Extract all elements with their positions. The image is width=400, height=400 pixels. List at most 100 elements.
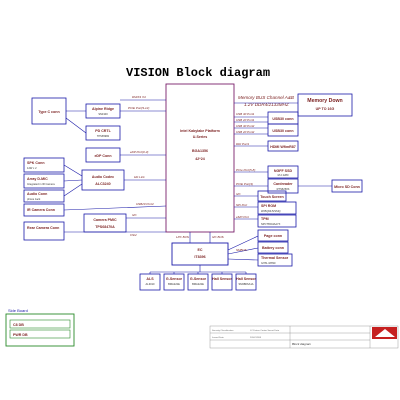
pd-ctrl-label: PD CRTL [95,129,111,133]
sensor-label-1: ALS [146,277,154,281]
sensor-label-2: G-Sensor [166,277,183,281]
ec-part: IT8396 [194,255,205,259]
thermal-sensor-sub: G781-1P81F [261,261,276,265]
line-ec-battery [227,247,259,255]
memory-down-box [297,93,353,117]
ir-camera-label: IR Camera Conn [27,208,55,212]
bus-edp: eDP Port(0-3) [130,150,148,154]
memory-type-label: 1.2V DDR4/2133MHZ [244,102,289,107]
memory-bus-label: Memory BUS Channel A&B [238,95,294,100]
sensor-label-5: Hall Sensor [236,277,256,281]
cpu-name: Intel Kabylake Platform [180,129,220,133]
sensor-box-5 [235,273,257,291]
sensor-label-4: Hall Sensor [212,277,232,281]
pd-ctrl-sub: TPS65982 [97,134,110,138]
title-block-date: 2016/12/08 [250,337,262,339]
rear-camera-box [23,221,65,241]
battery-conn-label: Battery conn [262,246,284,250]
usb30-conn-1-label: USB30 conn [272,117,293,121]
bus-spi: SPI Port [236,203,247,207]
bus-pcie-5-8: PCIe Port(5-8) [236,168,255,172]
alpine-ridge-label: Alpine Ridge [92,107,114,111]
cpu-size: 42*24 [195,157,204,161]
sensor-sub-1: AL3010 [146,282,156,286]
cardreader-label: Cardreader [273,182,293,186]
line-usb20-p4 [63,205,167,211]
cpu-block [165,83,235,233]
audio-conn-box [23,189,65,203]
edp-conn-label: eDP Conn [94,154,111,158]
audio-conn-sub: phone Jack [27,197,41,201]
line-spk-codec [63,164,83,177]
sensor-label-3: G-Sensor [190,277,207,281]
array-dmic-sub: Integrated in IR Camera [27,182,55,186]
tpm-sub: NPCT650JAAYX [261,222,281,226]
bus-lpc: LPC BUS [176,235,189,239]
audio-codec-box [81,169,125,191]
sideboard-box [5,313,75,347]
bus-pcie-9-12: PCIE Port(9-12) [128,106,149,110]
audio-codec-label: Audio Codec [92,175,114,179]
sideboard-item-2: PWR DB [13,333,28,337]
audio-codec-sub: ALC3240 [95,182,110,186]
sensor-group: ALSAL3010G-SensorBMA222EG-SensorBMA222EH… [139,272,257,291]
page-conn-box [257,229,289,242]
sensor-sub-3: BMA222E [192,282,204,286]
sideboard-title: Side Board [8,308,28,313]
thermal-sensor-box [257,253,293,267]
touch-screen-box [257,190,287,202]
line-dmic-codec [63,179,83,182]
bus-i2c-right: I2C [236,192,242,196]
hdmi-box [267,140,299,152]
ngff-ssd-label: NGFF SSD [274,169,293,173]
spi-rom-box [257,201,297,215]
bus-ddi: DDI Port1 [236,142,250,146]
sensor-box-2 [163,273,185,291]
line-ec-page [227,235,259,251]
sensor-box-1 [139,273,161,291]
sensor-box-3 [187,273,209,291]
tpm-label: TPM [261,217,269,221]
usb30-conn-2-label: USB30 conn [272,129,293,133]
bus-usb30-p2: USB 30 Port2 [236,124,255,128]
title-block-issued: Issued Date [212,336,224,339]
ec-box [171,242,229,266]
bus-usb20-p2: USB 20 Port2 [236,130,255,134]
usb30-conn-2-box [267,123,299,137]
line-audio-codec [63,183,83,197]
line-typec-pd [65,117,87,134]
ngff-ssd-sub: M.2 2280 [278,173,289,177]
touch-screen-label: Touch Screen [260,195,284,199]
camera-pmic-label: Camera PMIC [93,218,117,222]
micro-sd-box [331,179,363,193]
sideboard-item-2-box [9,329,71,339]
ec-label: EC [198,248,203,252]
alpine-ridge-sub: SN3100 [98,112,108,116]
cpu-series: U-Series [193,135,208,139]
micro-sd-label: Micro SD Conn [334,185,360,189]
thermal-sensor-label: Thermal Sensor [261,256,289,260]
bus-dmi: DMIX4 X4 [132,95,146,99]
bus-i2c-left: I2C [132,213,138,217]
title-block [209,325,399,349]
sensor-box-4 [211,273,233,291]
title-block-secret: LC Future Center Secret Data [250,329,280,332]
memory-down-title: Memory Down [307,98,342,104]
rear-camera-label: Rear Camera Conn [27,226,59,230]
audio-conn-label: Audio Conn [27,192,47,196]
type-c-conn-label: Type C conn [38,110,59,114]
sensor-sub-5: SM3BF6A1A [239,282,254,286]
ngff-ssd-box [267,165,299,179]
title-block-doc-title: Block diagram [292,342,312,346]
sideboard-item-1-box [9,319,71,329]
camera-pmic-box [83,213,127,233]
page-conn-label: Page conn [264,234,282,238]
camera-pmic-sub: TPS68470A [95,225,115,229]
bus-usb20-p1: USB 20 Port1 [236,118,255,122]
spk-conn-sub: 12W x 2 [27,166,37,170]
memory-down-sub: UP TO 16G [316,107,335,111]
logo-icon [375,329,395,337]
hdmi-label: HDMI WfimR87 [270,145,296,149]
